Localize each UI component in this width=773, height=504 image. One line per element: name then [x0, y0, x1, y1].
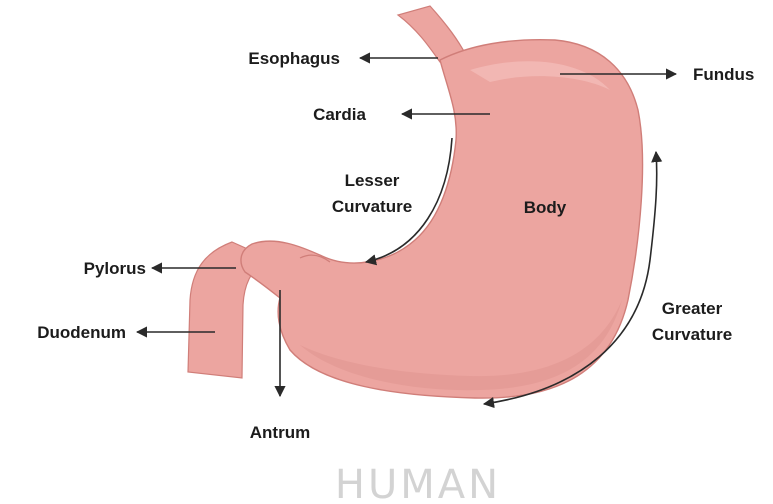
- label-duodenum: Duodenum: [37, 323, 126, 342]
- label-cardia: Cardia: [313, 105, 366, 124]
- label-greater-curvature-line2: Curvature: [652, 325, 732, 344]
- label-pylorus: Pylorus: [84, 259, 146, 278]
- watermark: HUMAN: [335, 462, 501, 504]
- label-lesser-curvature-line1: Lesser: [345, 171, 400, 190]
- label-fundus: Fundus: [693, 65, 754, 84]
- label-body: Body: [524, 198, 567, 217]
- stomach-body: [241, 40, 643, 398]
- label-esophagus: Esophagus: [248, 49, 340, 68]
- label-greater-curvature-line1: Greater: [662, 299, 723, 318]
- label-antrum: Antrum: [250, 423, 310, 442]
- label-lesser-curvature-line2: Curvature: [332, 197, 412, 216]
